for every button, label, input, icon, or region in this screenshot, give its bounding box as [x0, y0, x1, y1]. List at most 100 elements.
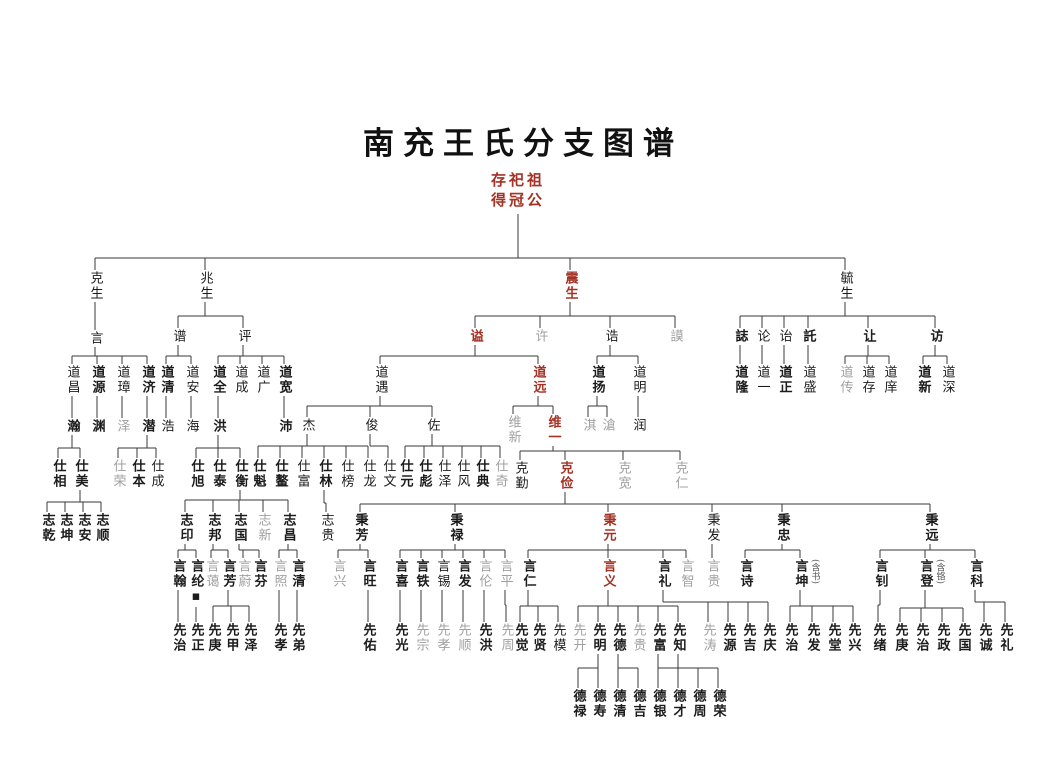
tree-node: 克生: [87, 270, 103, 302]
tree-node: 言锡: [434, 558, 450, 590]
tree-node: 道远: [530, 364, 546, 396]
tree-node: 道深: [939, 364, 955, 396]
tree-node: 先觉: [512, 622, 528, 654]
tree-node: 先治: [913, 622, 929, 654]
tree-node: 言智: [678, 558, 694, 590]
tree-node: 诰: [602, 328, 618, 345]
tree-node: 先顺: [455, 622, 471, 654]
tree-node: 仕旭: [188, 458, 204, 490]
tree-node: 兆生: [197, 270, 213, 302]
tree-node: 克俭: [557, 460, 573, 492]
tree-node: 言喜: [392, 558, 408, 590]
tree-node: 言贵: [704, 558, 720, 590]
tree-node: 仕龙: [360, 458, 376, 490]
tree-node: 先庆: [760, 622, 776, 654]
tree-node: 志顺: [93, 512, 109, 544]
tree-node: 潜: [139, 418, 155, 435]
tree-node: 先孝: [271, 622, 287, 654]
tree-node: 仕鳌: [272, 458, 288, 490]
tree-node: 志乾: [39, 512, 55, 544]
tree-node: 杰: [299, 417, 315, 434]
tree-node: 道新: [915, 364, 931, 396]
tree-node: 秉芳: [352, 512, 368, 544]
tree-node: 言蔚: [235, 558, 251, 590]
tree-node: 克勤: [512, 460, 528, 492]
tree-node: 先庚: [205, 622, 221, 654]
tree-node: 言蔼: [203, 558, 219, 590]
tree-node: 浩: [158, 418, 174, 435]
tree-node: 德清: [610, 688, 626, 720]
page-title: 南充王氏分支图谱: [363, 126, 683, 162]
tree-node: 道盛: [800, 364, 816, 396]
tree-node: 言科: [967, 558, 983, 590]
tree-node: 言兴: [330, 558, 346, 590]
tree-node: 言发: [455, 558, 471, 590]
tree-node: 先模: [550, 622, 566, 654]
tree-node: 謨: [667, 328, 683, 345]
tree-node: 渊: [89, 418, 105, 435]
tree-node: 言芬: [251, 558, 267, 590]
tree-node: 俊: [362, 417, 378, 434]
tree-node: 仕泰: [210, 458, 226, 490]
tree-node: 仕典: [473, 458, 489, 490]
tree-node: 德银: [650, 688, 666, 720]
tree-node: 志印: [177, 512, 193, 544]
tree-node: 先庚: [892, 622, 908, 654]
tree-node: 言义: [600, 558, 616, 590]
tree-node: 道全: [210, 364, 226, 396]
tree-node: 评: [235, 328, 251, 345]
tree-node: 仕文: [380, 458, 396, 490]
root-ancestor-line2: 得冠公: [490, 191, 546, 210]
tree-node: 先德: [610, 622, 626, 654]
tree-node: 道昌: [64, 364, 80, 396]
annotation-note: (含书): [809, 559, 820, 585]
tree-node: 仕泽: [435, 458, 451, 490]
tree-node: 言坤: [792, 558, 808, 590]
root-ancestor-node: 存祀祖 得冠公: [488, 170, 548, 211]
tree-node: 志贵: [318, 512, 334, 544]
tree-node: 润: [630, 417, 646, 434]
tree-node: 先吉: [740, 622, 756, 654]
tree-node: 维新: [505, 414, 521, 446]
tree-node: 淇: [580, 417, 596, 434]
tree-node: 言铁: [413, 558, 429, 590]
tree-node: 言照: [271, 558, 287, 590]
tree-node: 道源: [89, 364, 105, 396]
tree-node: 志安: [75, 512, 91, 544]
tree-node: 沛: [276, 418, 292, 435]
tree-node: 道正: [776, 364, 792, 396]
tree-node: 先政: [934, 622, 950, 654]
tree-node: 震生: [562, 270, 578, 302]
tree-node: 德才: [670, 688, 686, 720]
tree-node: 志坤: [57, 512, 73, 544]
tree-node: 仕本: [129, 458, 145, 490]
tree-node: 滄: [599, 417, 615, 434]
tree-node: 让: [860, 328, 876, 345]
tree-node: 道济: [139, 364, 155, 396]
tree-node: 道璋: [114, 364, 130, 396]
tree-node: 仕林: [316, 458, 332, 490]
tree-node: 德周: [690, 688, 706, 720]
tree-node: 志国: [231, 512, 247, 544]
tree-node: 先国: [955, 622, 971, 654]
tree-node: 先治: [782, 622, 798, 654]
tree-node: 先堂: [825, 622, 841, 654]
tree-node: 道宽: [276, 364, 292, 396]
tree-node: 仕彪: [416, 458, 432, 490]
tree-node: 道成: [232, 364, 248, 396]
tree-node: 先孝: [434, 622, 450, 654]
tree-node: 秉忠: [774, 512, 790, 544]
tree-node: 仕元: [397, 458, 413, 490]
tree-node: 言礼: [655, 558, 671, 590]
tree-node: 言伦: [476, 558, 492, 590]
tree-node: 仕荣: [110, 458, 126, 490]
tree-node: 言钊: [872, 558, 888, 590]
tree-node: 先宗: [413, 622, 429, 654]
tree-node: 託: [800, 328, 816, 345]
tree-node: 先洪: [476, 622, 492, 654]
tree-node: 仕美: [72, 458, 88, 490]
tree-node: 先贵: [630, 622, 646, 654]
tree-node: 先诚: [976, 622, 992, 654]
